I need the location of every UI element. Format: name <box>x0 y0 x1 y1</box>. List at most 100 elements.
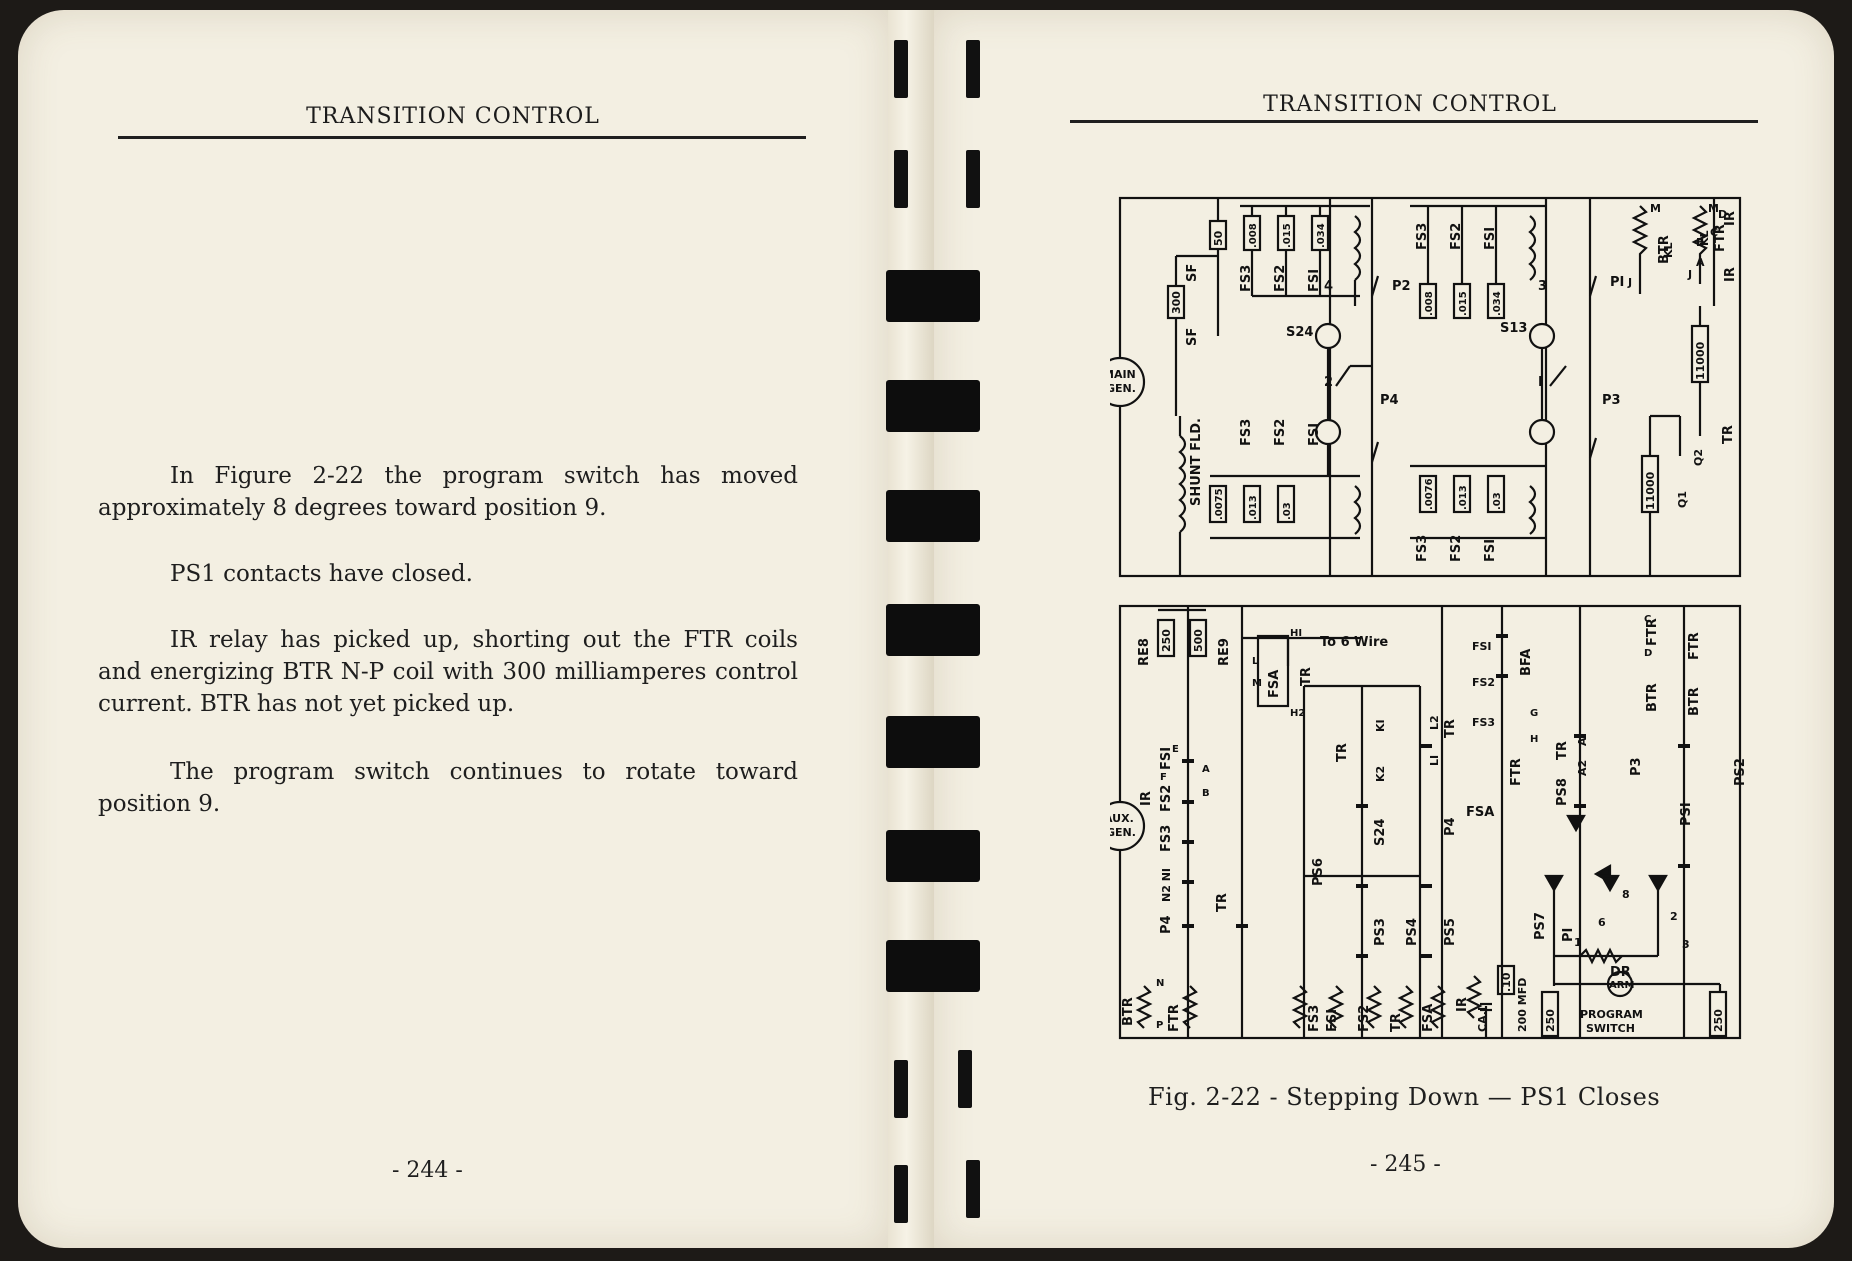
label-fs1: FSI <box>1159 747 1174 770</box>
contact-tr: TR <box>1721 425 1736 444</box>
label-tr-1: TR <box>1299 667 1314 686</box>
label-dr: DR <box>1610 965 1631 980</box>
label-ps4: PS4 <box>1405 918 1420 946</box>
resistor-0076 <box>1418 474 1438 514</box>
binding-ring <box>886 830 980 882</box>
label-ir: IR <box>1139 791 1154 806</box>
mid-resistor-008: .008 <box>1424 291 1435 316</box>
label-ftr: FTR <box>1167 1004 1182 1032</box>
contact-fs3-d: FS3 <box>1415 535 1430 562</box>
label-ftr-b: FTR <box>1509 758 1524 786</box>
binding-slot <box>966 1160 980 1218</box>
label-ps6: PS6 <box>1311 858 1326 886</box>
bottom-resistor-500: 500 <box>1192 629 1205 652</box>
label-s24: S24 <box>1373 819 1388 846</box>
label-fs3: FS3 <box>1159 825 1174 852</box>
paragraph-4: The program switch continues to rotate t… <box>98 759 798 817</box>
binding-slot <box>966 40 980 98</box>
label-ps8: PS8 <box>1555 778 1570 806</box>
label-k1: KI <box>1374 719 1387 732</box>
resistor-500 <box>1188 618 1208 658</box>
resistor-250c <box>1708 990 1728 1038</box>
label-bfa: BFA <box>1519 649 1534 676</box>
label-fs2-b: FS2 <box>1472 676 1495 689</box>
label-fs1-b: FSI <box>1472 640 1492 653</box>
right-header-rule <box>1070 120 1758 123</box>
contact-p1: PI <box>1610 275 1624 290</box>
label-ps1: PSI <box>1679 802 1694 826</box>
low-resistor-03: .03 <box>1282 502 1293 520</box>
mid-resistor-015: .015 <box>1458 291 1469 316</box>
aux-gen-label-2: GEN. <box>1110 826 1136 839</box>
label-n2-n1: N2 NI <box>1160 868 1173 902</box>
terminal-h1: HI <box>1290 628 1302 639</box>
terminal-l: L <box>1252 656 1259 667</box>
relay-kl-2: KL <box>1698 230 1711 246</box>
contact-sf-2: SF <box>1185 328 1200 346</box>
resistor-10 <box>1496 964 1516 996</box>
label-l2: L2 <box>1428 715 1441 730</box>
binding-ring <box>886 716 980 768</box>
terminal-d: D <box>1644 648 1652 659</box>
coil-ir: IR <box>1455 997 1470 1012</box>
circle-1: I <box>1538 375 1543 390</box>
bottom-diagram-frame <box>1118 604 1742 1040</box>
binding-ring <box>886 270 980 322</box>
label-re9: RE9 <box>1217 638 1232 666</box>
binding-slot <box>958 1050 972 1108</box>
figure-caption: Fig. 2-22 - Stepping Down — PS1 Closes <box>1148 1083 1661 1111</box>
coil-tr: TR <box>1389 1013 1404 1032</box>
circle-4: 4 <box>1324 279 1333 294</box>
binding-ring <box>886 380 980 432</box>
label-k2: K2 <box>1374 766 1387 782</box>
contact-fs2-a: FS2 <box>1273 265 1288 292</box>
left-page-header: TRANSITION CONTROL <box>306 104 600 129</box>
label-l1: LI <box>1428 755 1441 766</box>
label-ftr-d: FTR <box>1687 632 1702 660</box>
label-fsa: FSA <box>1267 670 1282 698</box>
relay-kl-1: KL <box>1662 242 1675 258</box>
label-tr-b: TR <box>1555 741 1570 760</box>
terminal-b: B <box>1202 788 1210 799</box>
resistor-013 <box>1242 484 1262 524</box>
left-header-rule <box>118 136 806 139</box>
binding-slot <box>966 150 980 208</box>
circle-3: 3 <box>1538 279 1547 294</box>
label-fs2: FS2 <box>1159 785 1174 812</box>
aux-gen-circle <box>1110 800 1146 852</box>
to-6-wire-label: To 6 Wire <box>1320 635 1388 650</box>
relay-resistor-11000-bottom: 11000 <box>1644 471 1657 510</box>
capacitor-value: 200 MFD <box>1516 978 1529 1032</box>
relay-ftr: FTR <box>1713 224 1728 252</box>
resistor-250b <box>1540 990 1560 1038</box>
binding-slot <box>894 40 908 98</box>
label-tr-3: TR <box>1335 743 1350 762</box>
program-switch-label-2: SWITCH <box>1586 1022 1635 1035</box>
contact-s13: S13 <box>1500 321 1527 336</box>
label-arm: ARM <box>1609 980 1634 991</box>
label-fs3-b: FS3 <box>1472 716 1495 729</box>
pin-c: C <box>1710 226 1718 239</box>
label-re8: RE8 <box>1137 638 1152 666</box>
top-resistor-008: .008 <box>1248 223 1259 248</box>
contact-p3: P3 <box>1602 393 1621 408</box>
label-p4-a: P4 <box>1159 915 1174 934</box>
bottom-resistor-250a: 250 <box>1160 629 1173 652</box>
label-p3: P3 <box>1629 757 1644 776</box>
coil-fs3: FS3 <box>1307 1005 1322 1032</box>
switch-pos-3: 3 <box>1682 938 1690 951</box>
label-btr-b: BTR <box>1645 683 1660 712</box>
pin-q2: Q2 <box>1692 449 1705 466</box>
contact-p2: P2 <box>1392 279 1411 294</box>
relay-ir-1: IR <box>1723 211 1738 226</box>
relay-btr: BTR <box>1657 235 1672 264</box>
paragraph-1: In Figure 2-22 the program switch has mo… <box>98 463 798 521</box>
coil-fs2: FS2 <box>1357 1005 1372 1032</box>
terminal-e: E <box>1172 744 1179 755</box>
pin-j-1: J <box>1627 276 1632 289</box>
relay-ir-2: IR <box>1723 267 1738 282</box>
binding-slot <box>894 150 908 208</box>
terminal-h: H <box>1530 734 1538 745</box>
relay-resistor-11000-top: 11000 <box>1694 341 1707 380</box>
terminal-c: C <box>1644 614 1651 625</box>
